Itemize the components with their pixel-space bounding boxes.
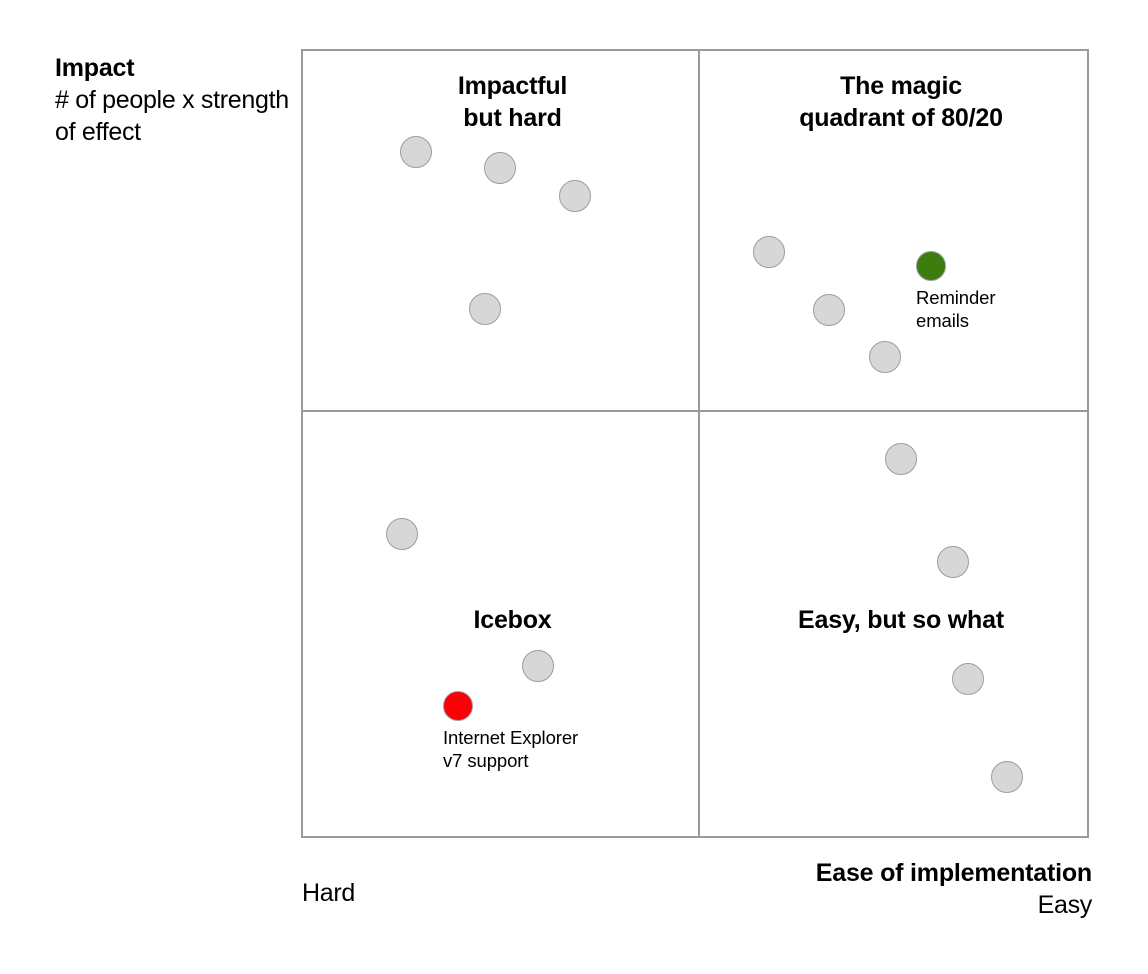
data-point[interactable] [869, 341, 901, 373]
quadrant-label-top-right: The magic quadrant of 80/20 [799, 72, 1003, 132]
y-axis-label: Impact # of people x strength of effect [55, 52, 290, 148]
data-point[interactable] [559, 180, 591, 212]
data-point[interactable] [991, 761, 1023, 793]
data-point[interactable] [484, 152, 516, 184]
vertical-divider [698, 51, 700, 836]
data-point-labeled[interactable] [443, 691, 473, 721]
horizontal-divider [303, 410, 1087, 412]
x-axis-high-label: Easy [1037, 891, 1093, 919]
data-point[interactable] [400, 136, 432, 168]
data-point[interactable] [753, 236, 785, 268]
data-point-labeled[interactable] [916, 251, 946, 281]
matrix-frame [301, 49, 1089, 838]
y-axis-title: Impact [55, 54, 135, 82]
data-point[interactable] [813, 294, 845, 326]
data-point[interactable] [952, 663, 984, 695]
data-point[interactable] [885, 443, 917, 475]
quadrant-label-bottom-right: Easy, but so what [798, 606, 1004, 634]
data-point[interactable] [937, 546, 969, 578]
data-point-annotation: Reminder emails [916, 287, 996, 332]
quadrant-label-top-left: Impactful but hard [457, 72, 568, 132]
x-axis-title: Ease of implementation [815, 859, 1092, 887]
y-axis-subtitle: # of people x strength of effect [55, 86, 289, 146]
x-axis-label: Ease of implementation Easy [815, 857, 1093, 921]
quadrant-label-bottom-left: Icebox [473, 606, 552, 634]
data-point[interactable] [386, 518, 418, 550]
data-point[interactable] [522, 650, 554, 682]
data-point-annotation: Internet Explorer v7 support [443, 727, 579, 772]
data-point[interactable] [469, 293, 501, 325]
x-axis-low-label: Hard [302, 879, 355, 907]
